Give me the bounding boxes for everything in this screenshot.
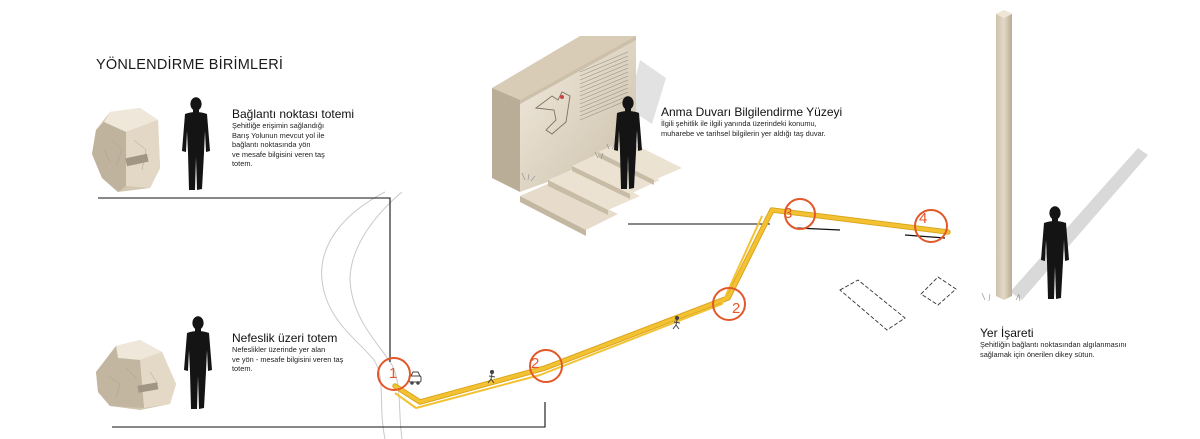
- landmark-description: Şehitliğin bağlantı noktasından algılanm…: [980, 340, 1127, 359]
- marker-circle-1: [377, 357, 411, 391]
- route-markers: [377, 198, 948, 391]
- person-silhouette-column: [1041, 206, 1069, 299]
- pedestrian-icon: [487, 315, 681, 384]
- vent-totem-illustration: [96, 316, 212, 410]
- column-shadow: [1010, 148, 1148, 300]
- marker-circle-2b: [712, 287, 746, 321]
- landmark-column-illustration: [981, 10, 1069, 302]
- footprints: [839, 276, 957, 331]
- connection-totem-illustration: [92, 97, 210, 192]
- memorial-wall-title: Anma Duvarı Bilgilendirme Yüzeyi: [661, 105, 843, 119]
- marker-label-4: 4: [919, 210, 928, 227]
- connection-totem-description: Şehitliğe erişimin sağlandığı Barış Yolu…: [232, 121, 325, 169]
- vent-totem-description: Nefeslikler üzerinde yer alan ve yön - m…: [232, 345, 344, 374]
- route-path: [392, 207, 951, 409]
- terrain-lines: [321, 191, 403, 439]
- marker-circle-2a: [529, 349, 563, 383]
- marker-label-1: 1: [389, 365, 398, 382]
- marker-label-3: 3: [784, 205, 793, 222]
- label-connection-totem: Bağlantı noktası totemi Şehitliğe erişim…: [232, 107, 354, 169]
- vent-totem-title: Nefeslik üzeri totem: [232, 331, 338, 345]
- marker-circle-4: [914, 209, 948, 243]
- memorial-wall-illustration: [492, 36, 682, 236]
- marker-label-2b: 2: [732, 300, 741, 317]
- label-vent-totem: Nefeslik üzeri totem Nefeslikler üzerind…: [232, 331, 343, 374]
- page-heading: YÖNLENDİRME BİRİMLERİ: [96, 57, 284, 73]
- connection-totem-title: Bağlantı noktası totemi: [232, 107, 355, 121]
- marker-label-2a: 2: [531, 355, 540, 372]
- leader-lines: [98, 197, 770, 428]
- stone-steps: [520, 140, 682, 236]
- memorial-wall-description: İlgili şehitlik ile ilgili yanında üzeri…: [661, 119, 826, 138]
- person-silhouette-totem1: [182, 97, 210, 190]
- landmark-title: Yer İşareti: [980, 326, 1034, 340]
- person-silhouette-totem2: [184, 316, 212, 409]
- label-landmark: Yer İşareti Şehitliğin bağlantı noktasın…: [980, 326, 1127, 359]
- marker-circle-3: [784, 198, 816, 230]
- label-memorial-wall: Anma Duvarı Bilgilendirme Yüzeyi İlgili …: [661, 105, 842, 138]
